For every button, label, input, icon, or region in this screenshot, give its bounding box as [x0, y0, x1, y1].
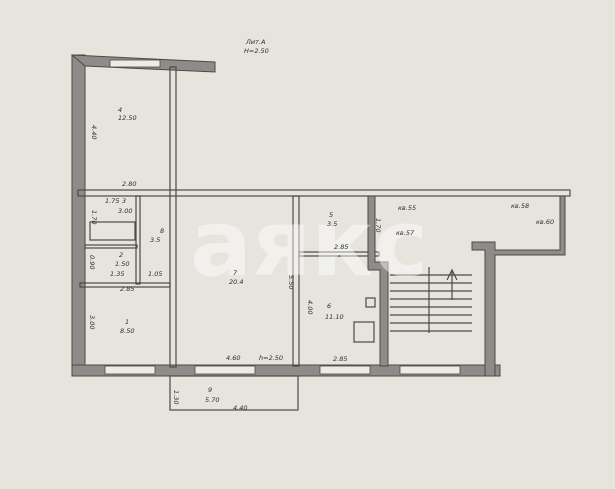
stove-icon: [353, 321, 375, 343]
room-number: 9: [208, 386, 212, 394]
partition-wall: [135, 195, 141, 285]
room-dim: 2.85: [120, 285, 134, 293]
room-number: 7: [233, 269, 238, 277]
room-area: 3.5: [327, 220, 337, 228]
room-number: 2: [119, 251, 123, 259]
room-dim: 3.00: [88, 315, 96, 329]
partition-wall: [292, 195, 300, 367]
room-height: h=2.50: [259, 354, 283, 362]
partition-wall: [79, 282, 171, 288]
room-dim: 2.85: [333, 355, 347, 363]
room-number: 3: [122, 197, 126, 205]
room-dim: 0.90: [88, 255, 96, 269]
room-dim: 4.60: [226, 354, 240, 362]
room-dim: 4.40: [90, 125, 98, 139]
room-area: 1.50: [115, 260, 129, 268]
bathtub: [89, 221, 136, 241]
room-number: 5: [329, 211, 333, 219]
room-number: 4: [118, 106, 122, 114]
apartment-label: кв.58: [511, 202, 529, 210]
stair-arrow-head-icon: [446, 268, 458, 281]
room-dim: 5.50: [287, 275, 295, 289]
left-exterior-wall: [71, 54, 86, 376]
walls: [70, 54, 571, 411]
window: [104, 365, 156, 375]
room-number: 8: [160, 227, 164, 235]
room-area: 3.00: [118, 207, 132, 215]
window: [319, 365, 371, 375]
partition-wall: [298, 251, 380, 257]
window: [194, 365, 256, 375]
room-area: 12.50: [118, 114, 137, 122]
window: [399, 365, 461, 375]
room-dim: 1.35: [110, 270, 124, 278]
room-dim: 4.40: [233, 404, 247, 412]
room-dim: 2.85: [334, 243, 348, 251]
room-area: 11.10: [325, 313, 344, 321]
room-dim: 1.05: [148, 270, 162, 278]
apartment-label: кв.55: [398, 204, 416, 212]
room-area: 5.70: [205, 396, 219, 404]
room-number: 1: [125, 318, 129, 326]
room-dim: 1.75: [105, 197, 119, 205]
staircase: [390, 267, 472, 333]
partition-wall: [84, 244, 138, 249]
room-dim: 1.70: [90, 210, 98, 224]
room-dim: 2.80: [122, 180, 136, 188]
corridor-wall: [77, 189, 571, 197]
partition-wall: [169, 66, 177, 368]
stair-wall-right: [471, 195, 566, 377]
room-area: 3.5: [150, 236, 160, 244]
apartment-label: кв.60: [536, 218, 554, 226]
room-area: 8.50: [120, 327, 134, 335]
room-area: 20.4: [229, 278, 243, 286]
sink-icon: [365, 297, 376, 308]
room-dim: 4.00: [306, 300, 314, 314]
window: [109, 59, 161, 68]
apartment-label: кв.57: [396, 229, 415, 237]
stair-wall: [367, 195, 389, 367]
room-dim: 1.70: [374, 218, 382, 232]
room-dim: 1.30: [172, 390, 180, 404]
balcony: [169, 375, 299, 411]
room-number: 6: [327, 302, 331, 310]
watermark: аякс: [190, 190, 428, 297]
litera-label: Лит.А: [245, 38, 265, 46]
height-label: H=2.50: [244, 47, 269, 55]
